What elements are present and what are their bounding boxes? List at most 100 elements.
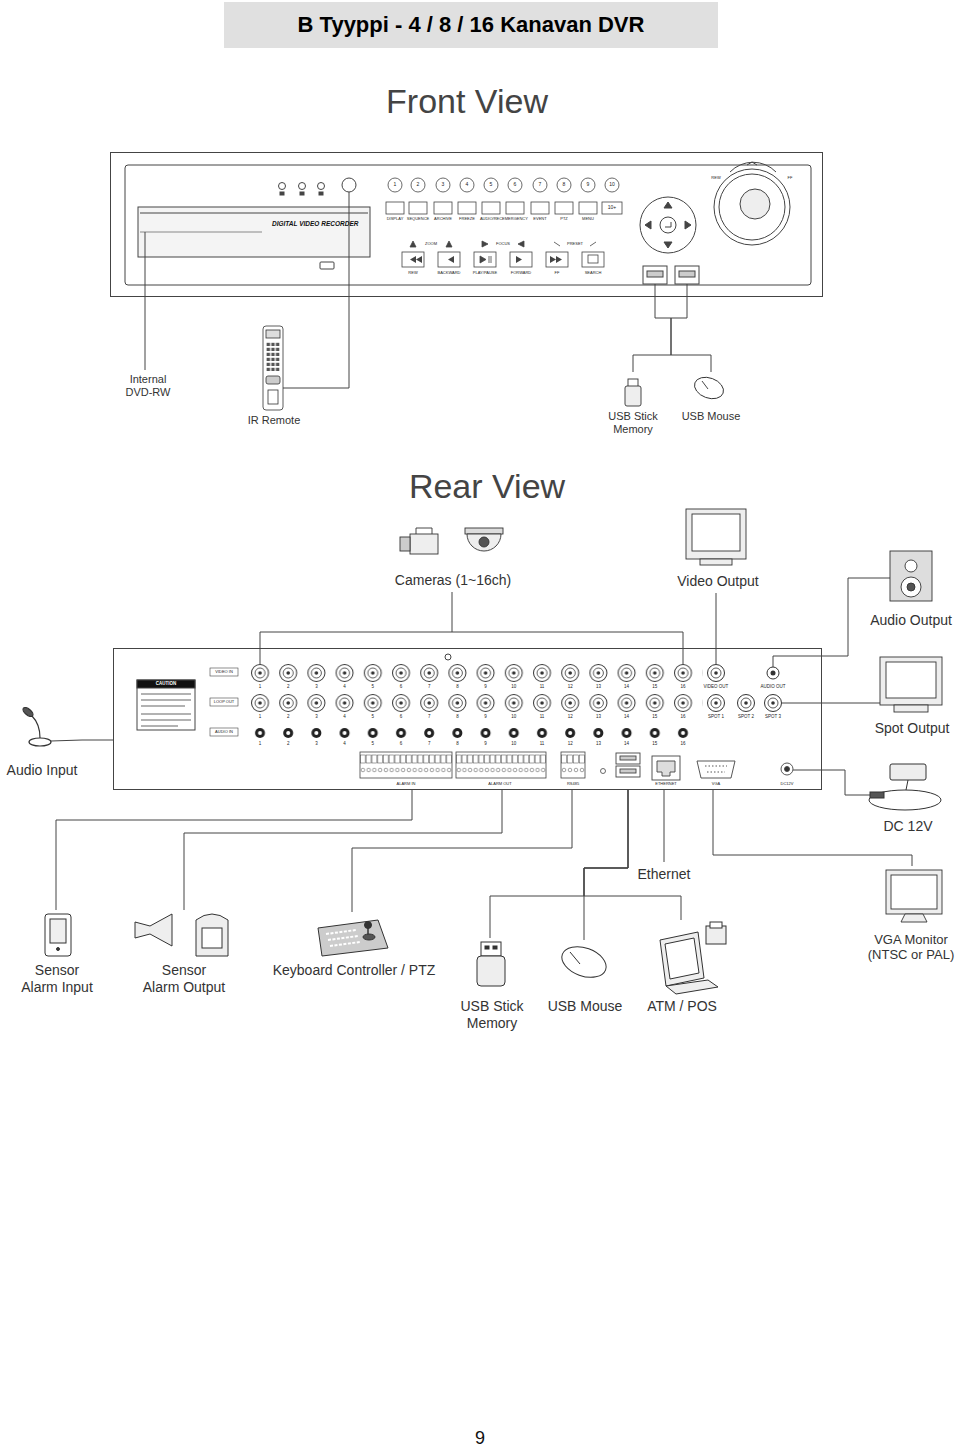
- internal-wire: [866, 578, 890, 579]
- terminal-block: [456, 752, 546, 778]
- atm-pos-icon: [665, 938, 699, 979]
- title-bar: B Tyyppi - 4 / 8 / 16 Kanavan DVR: [224, 2, 718, 48]
- usb-mouse-icon: [558, 941, 611, 983]
- rear-panel-label: 6: [400, 714, 403, 719]
- bnc-connector: [708, 665, 725, 682]
- rear-port: [781, 763, 793, 775]
- atm-pos-icon: [660, 932, 704, 986]
- rear-panel-label: 7: [428, 714, 431, 719]
- usb-port: [675, 266, 699, 284]
- front-panel-body: [111, 153, 823, 297]
- rear-panel-label: VIDEO OUT: [704, 684, 729, 689]
- usb-stick-icon: [625, 386, 641, 406]
- title-text: B Tyyppi - 4 / 8 / 16 Kanavan DVR: [224, 2, 718, 48]
- internal-wire: [687, 284, 688, 297]
- rear-port: [657, 761, 675, 776]
- front-buttons: [546, 252, 568, 267]
- usb-mouse-icon: [702, 381, 708, 389]
- bnc-connector: [765, 695, 782, 712]
- connector-line: [56, 790, 412, 910]
- rear-panel-label: 15: [652, 714, 657, 719]
- node-label: USB Stick Memory: [455, 998, 529, 1032]
- connector-line: [145, 297, 146, 370]
- rear-panel-body: [445, 654, 451, 660]
- rear-panel-label: 13: [596, 684, 601, 689]
- rear-panel-label: 15: [652, 741, 657, 746]
- internal-wire: [51, 740, 82, 741]
- front-buttons: [605, 178, 619, 192]
- rear-panel-label: SPOT 2: [738, 714, 754, 719]
- view-heading: Rear View: [409, 467, 565, 506]
- keyboard-controller-icon: [318, 920, 388, 956]
- rear-panel-label: 2: [287, 741, 290, 746]
- rear-panel-label: 4: [343, 714, 346, 719]
- rear-panel-label: 1: [259, 684, 262, 689]
- front-buttons: [510, 252, 532, 267]
- rear-panel-label: 4: [343, 684, 346, 689]
- usb-mouse-icon: [558, 941, 611, 983]
- front-panel-label: SEQUENCE: [407, 217, 429, 222]
- peripheral-node: Video Output: [670, 505, 766, 593]
- connector-line: [260, 592, 452, 648]
- rear-panel-label: 6: [400, 684, 403, 689]
- bnc-connector: [251, 724, 702, 742]
- rear-port: [616, 766, 640, 777]
- rear-panel-label: 10: [511, 741, 516, 746]
- sensor-icon: [57, 948, 60, 951]
- rear-panel-label: AUDIO OUT: [760, 684, 785, 689]
- rear-panel-label: ALARM OUT: [488, 782, 511, 787]
- node-label: Internal DVD-RW: [106, 373, 190, 399]
- front-buttons: [448, 256, 454, 263]
- rear-panel-label: 16: [680, 684, 685, 689]
- rear-panel-label: 12: [568, 741, 573, 746]
- peripheral-node: Keyboard Controller / PTZ: [262, 912, 446, 982]
- rear-panel-label: VGA: [712, 782, 720, 787]
- jog-shuttle: [747, 162, 757, 165]
- jog-shuttle: [714, 162, 790, 245]
- node-label: USB Stick Memory: [602, 410, 664, 436]
- internal-wire: [863, 795, 870, 796]
- rear-port: [616, 753, 640, 764]
- bnc-connector: [738, 695, 755, 712]
- front-panel-body: [320, 262, 334, 269]
- speaker-icon: [905, 560, 917, 572]
- usb-port: [643, 266, 699, 284]
- sensor-icon: [45, 914, 71, 956]
- peripheral-node: Sensor Alarm Output: [138, 910, 230, 999]
- view-heading: Front View: [386, 82, 548, 121]
- navigation-pad: [640, 197, 696, 253]
- ir-remote-icon: [266, 342, 280, 372]
- rear-panel-body: [114, 649, 822, 790]
- front-panel-body: [318, 183, 325, 190]
- front-panel-label: REW: [711, 176, 720, 181]
- rear-panel-label: 10: [511, 714, 516, 719]
- front-buttons: [402, 252, 424, 267]
- usb-mouse-icon: [691, 373, 726, 402]
- rear-panel-label: 14: [624, 684, 629, 689]
- rear-panel-label: 5: [372, 741, 375, 746]
- rear-panel-label: 2: [287, 684, 290, 689]
- front-buttons: [506, 202, 524, 214]
- power-adapter-icon: [870, 792, 884, 798]
- peripheral-node: Cameras (1~16ch): [390, 520, 516, 592]
- monitor-icon: [880, 657, 942, 705]
- rear-panel-label: 11: [540, 741, 545, 746]
- front-buttons: [410, 256, 422, 263]
- rear-panel-label: ETHERNET: [655, 782, 677, 787]
- power-adapter-icon: [869, 764, 941, 810]
- rear-panel-label: AUDIO IN: [215, 730, 233, 735]
- peripheral-node: Spot Output: [868, 654, 956, 740]
- node-label: DC 12V: [863, 818, 953, 835]
- power-adapter-icon: [890, 764, 926, 780]
- front-buttons: [474, 252, 496, 267]
- camera-icon: [467, 534, 501, 551]
- rear-panel-label: 5: [372, 684, 375, 689]
- usb-stick-icon: [485, 946, 489, 949]
- rear-panel-label: 13: [596, 741, 601, 746]
- peripheral-node: VGA Monitor (NTSC or PAL): [864, 866, 958, 965]
- monitor-icon: [901, 914, 927, 922]
- monitor-icon: [886, 662, 936, 698]
- front-panel-label: DISPLAY: [387, 217, 404, 222]
- front-buttons: [480, 256, 491, 263]
- node-label: Video Output: [670, 573, 766, 590]
